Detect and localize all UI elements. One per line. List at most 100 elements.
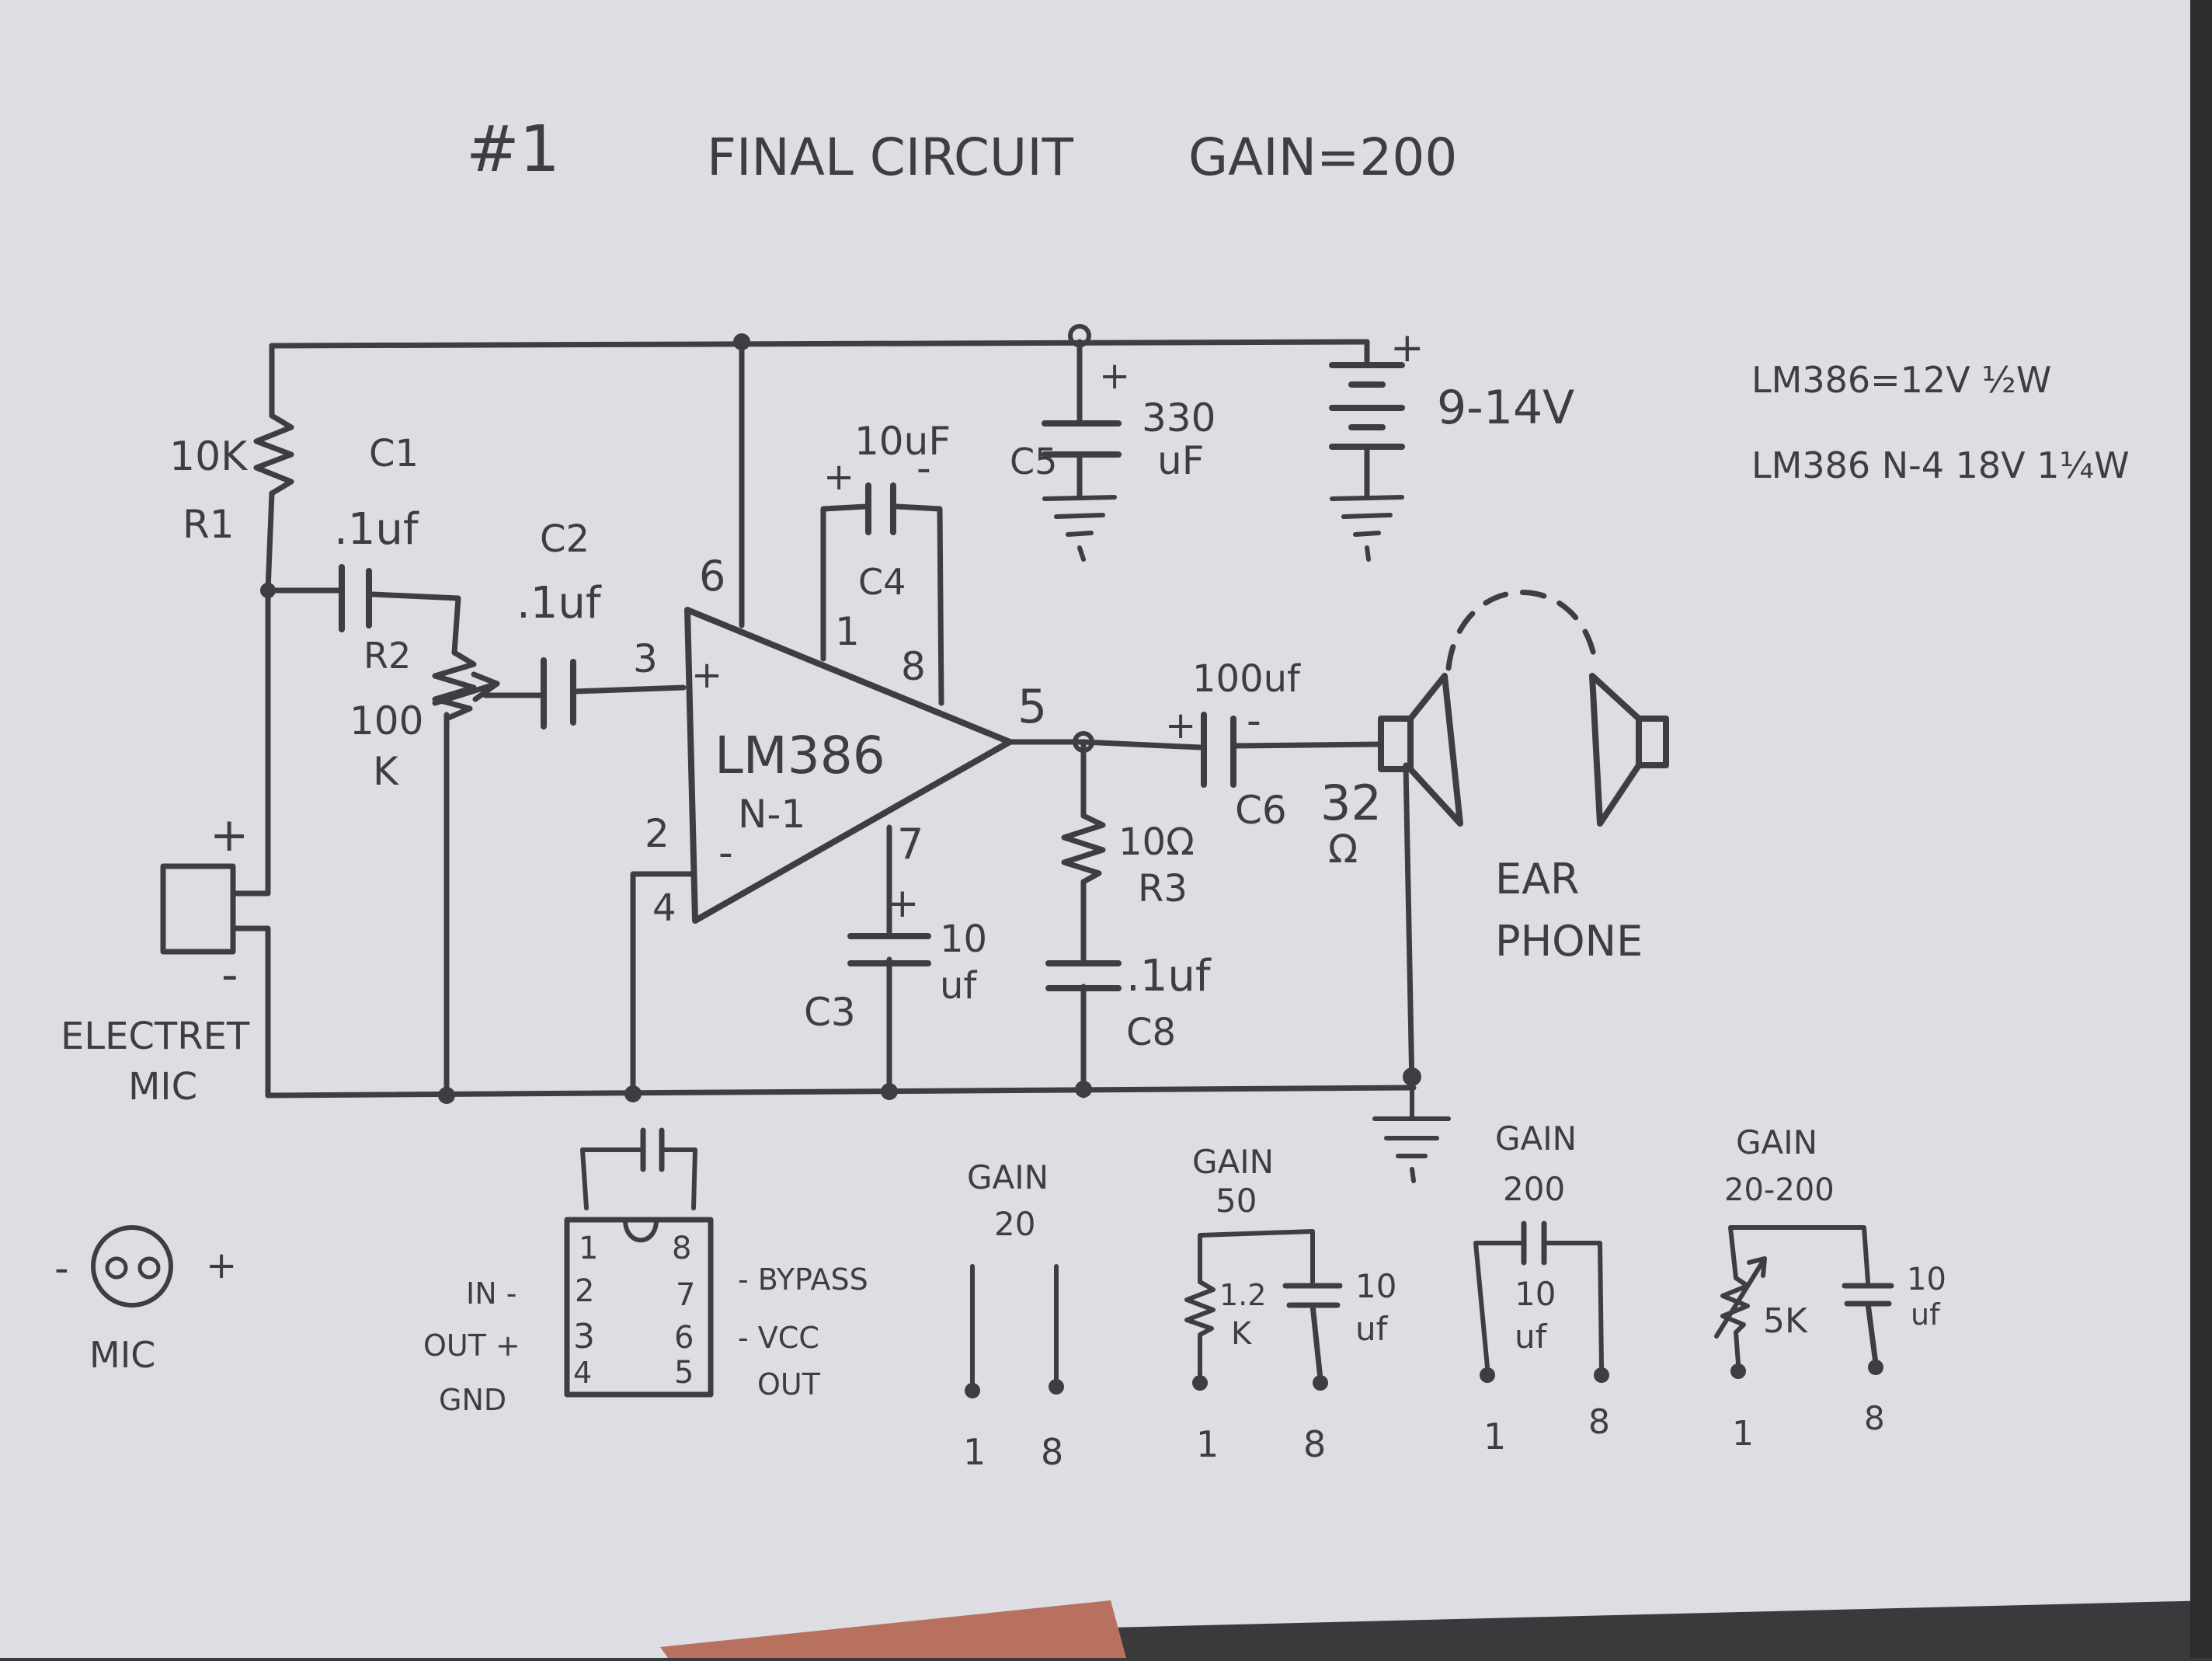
c8-capacitor — [1045, 960, 1122, 991]
battery-symbol — [1329, 362, 1405, 450]
r1-resistor — [253, 413, 294, 496]
gain-20-pin-1: 1 — [963, 1431, 986, 1473]
c3-name: C3 — [804, 990, 856, 1035]
gain-20-200-c-unit: uf — [1911, 1297, 1941, 1332]
mic-pinout-plus: + — [206, 1244, 237, 1287]
gain-20-200-label: GAIN — [1736, 1123, 1817, 1161]
pin-3: 3 — [633, 636, 658, 681]
c3-value: 10 — [940, 918, 987, 961]
lm386-opamp — [684, 607, 1013, 924]
c6-value: 100uf — [1192, 657, 1301, 701]
gain-option-20-200: GAIN 20-200 5K 10 uf 1 8 — [1714, 1123, 1946, 1454]
c8-value: .1uf — [1126, 951, 1212, 1001]
chip-bypass-cap-wire — [580, 1147, 697, 1210]
gain-50-label: GAIN — [1192, 1143, 1274, 1181]
chip-pin-1: 1 — [579, 1231, 598, 1266]
opamp-variant: N-1 — [738, 792, 805, 837]
c2-name: C2 — [540, 517, 590, 561]
junction-dots — [260, 324, 1421, 1104]
opamp-minus: - — [718, 830, 733, 876]
gain-200-value: 200 — [1503, 1170, 1565, 1208]
pin-5: 5 — [1017, 680, 1047, 734]
gain-200-c-unit: uf — [1515, 1318, 1548, 1356]
r3-name: R3 — [1138, 867, 1188, 911]
note-lm386-n4: LM386 N-4 18V 1¼W — [1751, 444, 2130, 486]
battery-voltage: 9-14V — [1437, 381, 1574, 435]
gain-option-200: GAIN 200 10 uf 1 8 — [1473, 1120, 1610, 1457]
c3-unit: uf — [940, 964, 977, 1008]
c4-capacitor — [865, 482, 896, 535]
chip-pin-6: 6 — [674, 1320, 694, 1356]
sheet-gain: GAIN=200 — [1188, 127, 1457, 187]
chip-pinout: 1 2 3 4 8 7 6 5 IN - OUT + GND - BYPASS … — [423, 1127, 868, 1417]
c5-value: 330 — [1142, 395, 1216, 440]
gain-20-200-c-value: 10 — [1907, 1262, 1946, 1297]
pin-8: 8 — [901, 644, 926, 689]
earphone-speaker-left-icon — [1378, 673, 1463, 827]
gain-20-200-pot — [1720, 1276, 1750, 1366]
earphone-speaker-right-icon — [1589, 673, 1669, 827]
pin-2: 2 — [645, 811, 670, 856]
chip-label-out: OUT + — [423, 1328, 520, 1363]
r3-resistor — [1061, 813, 1106, 885]
c2-capacitor — [541, 657, 576, 730]
main-ground-icon — [1372, 1085, 1451, 1183]
paper-edge-shadow — [2190, 0, 2212, 1658]
headband-dashed — [1445, 590, 1599, 671]
gain-20-200-value: 20-200 — [1724, 1172, 1835, 1208]
chip-label-out-right: OUT — [757, 1367, 821, 1402]
c5-ground-icon — [1042, 495, 1117, 562]
mic-pinout-label: MIC — [89, 1334, 155, 1376]
c5-unit: uF — [1157, 438, 1204, 483]
c5-capacitor — [1042, 420, 1122, 458]
chip-pin-7: 7 — [676, 1277, 695, 1313]
mic-pinout-pad-left-icon — [105, 1256, 128, 1280]
gain-50-c-unit: uf — [1355, 1310, 1389, 1348]
c4-name: C4 — [858, 561, 906, 603]
gain-20-200-pot-value: 5K — [1763, 1301, 1808, 1341]
c8-name: C8 — [1126, 1011, 1176, 1054]
pin-4: 4 — [652, 886, 676, 930]
r2-potentiometer — [432, 649, 500, 722]
electret-mic-symbol — [160, 863, 236, 955]
wires — [230, 339, 1417, 1099]
r2-name: R2 — [363, 635, 411, 677]
earphone-label-1: EAR — [1495, 855, 1580, 904]
c5-plus: + — [1099, 354, 1130, 398]
c5-minus: - — [1107, 430, 1122, 476]
chip-pin-4: 4 — [573, 1356, 592, 1390]
gain-200-pin-1: 1 — [1483, 1416, 1506, 1457]
chip-label-gnd: GND — [439, 1383, 506, 1417]
mic-pinout-pad-right-icon — [137, 1256, 161, 1280]
r3-value: 10Ω — [1118, 820, 1195, 864]
r2-unit: K — [373, 749, 399, 794]
gain-200-label: GAIN — [1495, 1120, 1577, 1158]
gain-50-r-unit: K — [1231, 1316, 1253, 1352]
c4-value: 10uF — [854, 419, 951, 464]
c6-plus: + — [1165, 704, 1196, 747]
gain-200-c-value: 10 — [1515, 1275, 1556, 1313]
gain-20-label: GAIN — [967, 1158, 1049, 1196]
gain-50-resistor — [1184, 1280, 1216, 1377]
mic-label-2: MIC — [128, 1065, 197, 1109]
battery-plus: + — [1390, 325, 1424, 371]
gain-20-200-pin-1: 1 — [1732, 1414, 1754, 1454]
earphone-label-2: PHONE — [1495, 917, 1643, 966]
desk-corner — [660, 1600, 1126, 1658]
opamp-plus: + — [691, 653, 722, 697]
speaker-unit: Ω — [1328, 827, 1358, 872]
gain-50-c-value: 10 — [1355, 1267, 1396, 1305]
battery-ground-icon — [1330, 495, 1404, 562]
gain-50-pin-1: 1 — [1196, 1423, 1219, 1465]
gain-option-50: GAIN 50 1.2 K 10 uf 1 8 — [1184, 1143, 1396, 1465]
mic-label-1: ELECTRET — [61, 1015, 250, 1058]
c2-value: .1uf — [516, 578, 602, 629]
gain-50-value: 50 — [1216, 1182, 1257, 1220]
c3-capacitor — [847, 933, 931, 966]
chip-bypass-cap-icon — [640, 1127, 665, 1172]
chip-pin-5: 5 — [674, 1355, 694, 1391]
note-lm386: LM386=12V ½W — [1751, 359, 2051, 401]
